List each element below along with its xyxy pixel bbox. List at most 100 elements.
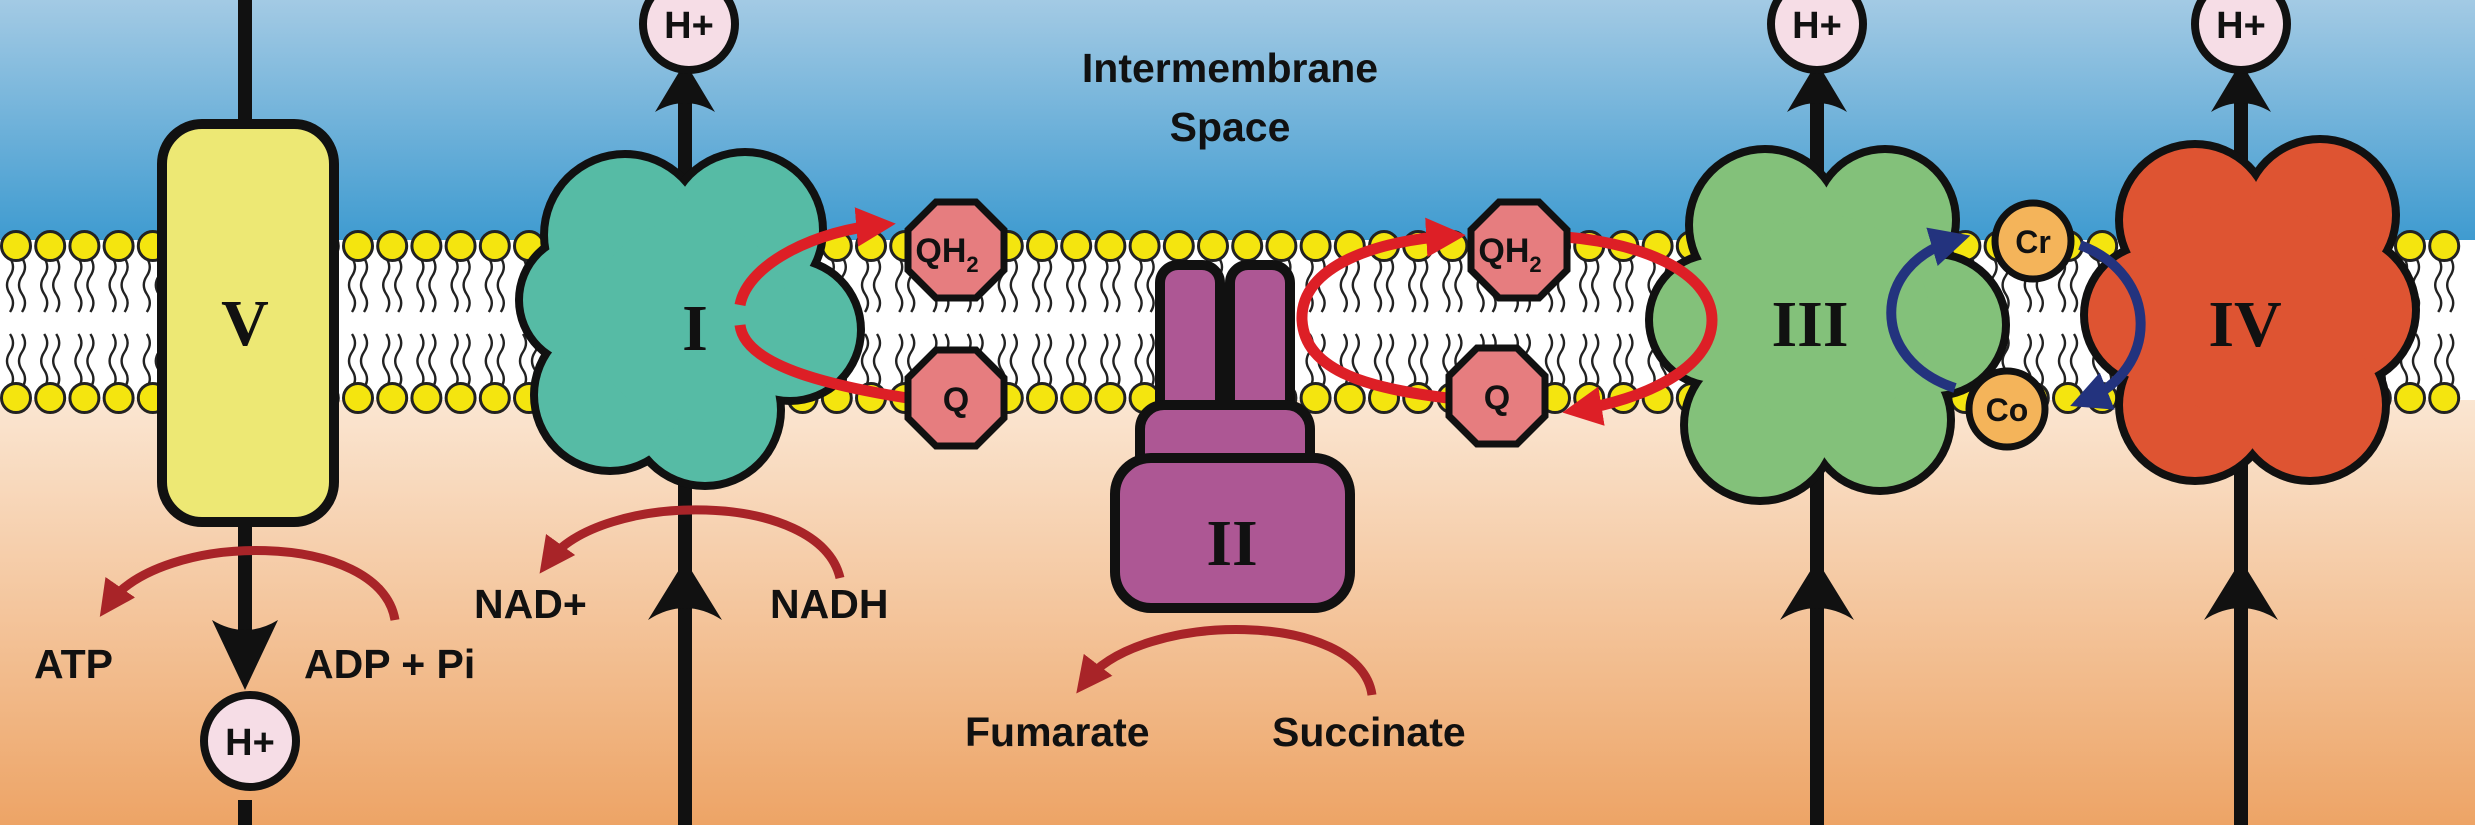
qh2-quinol-left: QH2 <box>904 198 1008 302</box>
lipid-tail <box>347 257 357 313</box>
lipid-head <box>0 230 32 262</box>
lipid-tail <box>2411 333 2421 389</box>
lipid-head <box>1094 382 1127 414</box>
lipid-tail <box>2434 257 2443 313</box>
lipid-tail <box>142 257 151 313</box>
nadh-label: NADH <box>770 581 888 627</box>
lipid-tail <box>1146 257 1155 313</box>
lipid-tail <box>1385 333 1395 389</box>
svg-text:QH2: QH2 <box>915 232 978 277</box>
q-quinone-right: Q <box>1445 344 1549 448</box>
lipid-tail <box>484 257 493 313</box>
lipid-tail <box>416 333 425 389</box>
complex-v: V <box>157 119 339 527</box>
cytochrome-oxidized: Co <box>1965 367 2049 451</box>
lipid-tail <box>86 257 95 313</box>
lipid-tail <box>52 333 61 389</box>
lipid-tail <box>1009 333 1018 389</box>
lipid-tail <box>1043 333 1053 389</box>
lipid-head <box>1231 230 1264 262</box>
lipid-tail <box>120 333 129 389</box>
lipid-tail <box>872 257 882 313</box>
proton-badge-iii: H+ <box>1767 0 1867 74</box>
adp-pi-label: ADP + Pi <box>304 641 475 687</box>
v-down-arrowhead <box>212 620 278 690</box>
lipid-tail <box>1420 333 1429 389</box>
lipid-tail <box>462 257 471 313</box>
lipid-tail <box>52 257 61 313</box>
lipid-head <box>102 382 135 414</box>
lipid-head <box>34 230 67 262</box>
lipid-head <box>376 230 409 262</box>
complex-ii: II <box>1110 260 1355 613</box>
lipid-head <box>2428 230 2461 262</box>
lipid-head <box>68 382 101 414</box>
lipid-head <box>376 382 409 414</box>
lipid-tail <box>2446 257 2455 313</box>
lipid-tail <box>860 333 870 389</box>
lipid-tail <box>1579 333 1588 389</box>
complex-iv: IV <box>2080 135 2420 485</box>
lipid-head <box>68 230 101 262</box>
iii-up-arrowhead <box>1787 62 1847 112</box>
lipid-head <box>2394 382 2426 414</box>
lipid-head <box>1333 382 1366 414</box>
lipid-head <box>410 230 443 262</box>
lipid-head <box>1299 230 1332 262</box>
lipid-tail <box>518 333 528 389</box>
lipid-head <box>2428 382 2461 414</box>
lipid-tail <box>1112 333 1121 389</box>
lipid-head <box>0 382 32 414</box>
svg-text:Q: Q <box>943 381 969 419</box>
lipid-head <box>1094 230 1127 262</box>
qh2-quinol-right: QH2 <box>1467 198 1571 302</box>
lipid-tail <box>1134 333 1143 389</box>
lipid-tail <box>382 333 391 389</box>
lipid-tail <box>394 333 403 389</box>
lipid-tail <box>347 333 357 389</box>
svg-text:H+: H+ <box>2216 5 2266 47</box>
lipid-tail <box>1351 257 1360 313</box>
lipid-tail <box>108 257 117 313</box>
quinone-cycle-right <box>1296 217 1718 426</box>
arrowheads <box>212 62 2278 690</box>
svg-text:H+: H+ <box>225 722 275 764</box>
proton-badge-i: H+ <box>639 0 739 74</box>
lipid-tail <box>484 333 493 389</box>
atp-label: ATP <box>34 641 113 687</box>
lipid-head <box>1060 382 1093 414</box>
complex-i: I <box>515 148 865 490</box>
lipid-tail <box>416 257 425 313</box>
complex-iii-label: III <box>1771 288 1848 361</box>
lipid-head <box>855 230 887 262</box>
intermembrane-space-title: Intermembrane <box>1082 45 1378 91</box>
iv-up-arrowhead <box>2211 62 2271 112</box>
lipid-tail <box>428 257 437 313</box>
lipid-tail <box>1339 257 1348 313</box>
lipid-head <box>1026 230 1058 262</box>
lipid-tail <box>872 333 882 389</box>
quinone-cycle-left <box>734 207 921 406</box>
lipid-tail <box>1100 257 1109 313</box>
lipid-tail <box>40 257 49 313</box>
lipid-tail <box>2434 333 2443 389</box>
lipid-tail <box>1625 257 1634 313</box>
lipid-head <box>1128 230 1161 262</box>
nad-plus-label: NAD+ <box>474 581 587 627</box>
intermembrane-space-region <box>0 0 2475 240</box>
complex-iv-label: IV <box>2208 288 2281 361</box>
lipid-tail <box>895 257 904 313</box>
lipid-tail <box>108 333 117 389</box>
lipid-tail <box>428 333 437 389</box>
lipid-tail <box>450 257 459 313</box>
lipid-tail <box>86 333 95 389</box>
lipid-tail <box>2035 333 2044 389</box>
lipid-tail <box>74 257 83 313</box>
lipid-tail <box>860 257 870 313</box>
svg-text:H+: H+ <box>1792 5 1842 47</box>
lipid-tail <box>17 333 27 389</box>
lipid-tail <box>1146 333 1155 389</box>
lipid-tail <box>5 333 15 389</box>
lipid-tail <box>1031 257 1041 313</box>
